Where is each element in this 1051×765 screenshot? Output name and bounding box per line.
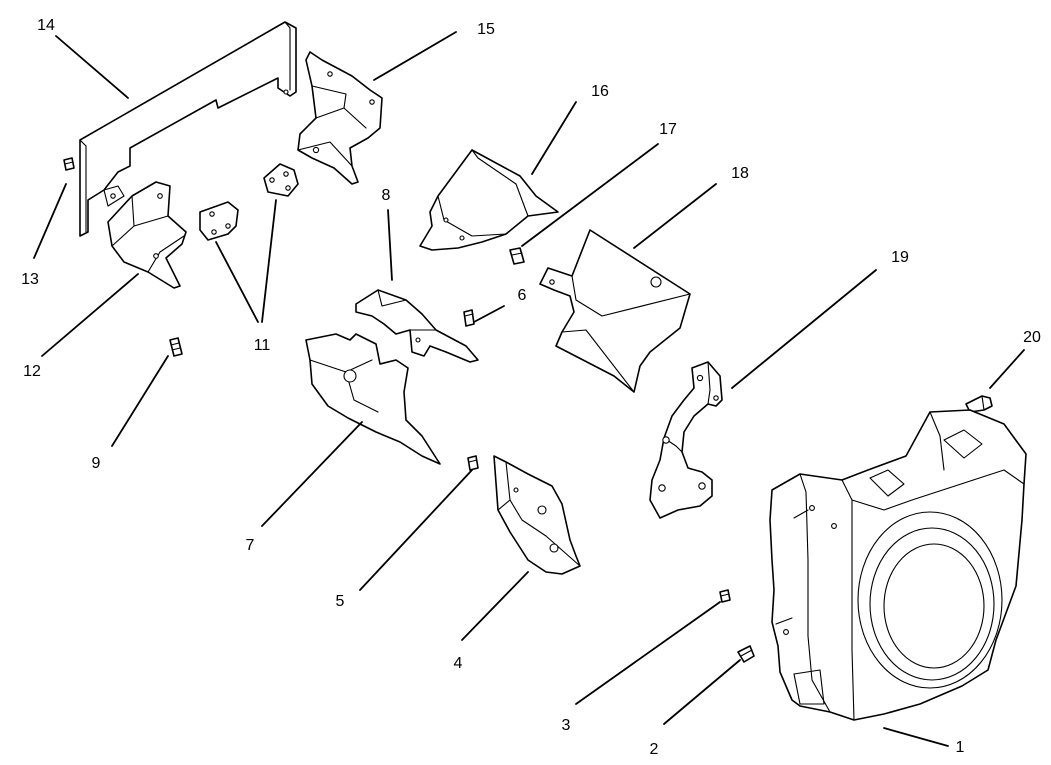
part-6-screw	[463, 309, 475, 327]
callout-5: 5	[336, 593, 345, 610]
part-11-plate-right	[263, 163, 299, 197]
leader-7	[261, 421, 363, 527]
callout-2: 2	[650, 741, 659, 758]
callout-4: 4	[454, 655, 463, 672]
callout-7: 7	[246, 537, 255, 554]
callout-17: 17	[659, 121, 677, 138]
part-7-baffle	[305, 333, 441, 465]
leader-9	[111, 355, 169, 447]
part-11-plate-left	[199, 201, 239, 241]
leader-20	[989, 349, 1025, 389]
part-18-shroud	[539, 229, 691, 393]
leader-15	[373, 31, 457, 81]
part-8-bracket	[355, 289, 479, 363]
part-2-screw	[737, 645, 755, 663]
part-1-blower-housing	[769, 409, 1027, 721]
part-14-top-shroud	[79, 21, 297, 237]
leader-6	[473, 305, 505, 323]
callout-12: 12	[23, 363, 41, 380]
leader-19	[731, 269, 877, 389]
callout-6: 6	[518, 287, 527, 304]
leader-11b	[261, 199, 277, 323]
callout-15: 15	[477, 21, 495, 38]
callout-18: 18	[731, 165, 749, 182]
callout-19: 19	[891, 249, 909, 266]
leader-8	[387, 209, 393, 281]
part-15-upper-bracket	[297, 51, 383, 185]
part-9-stud	[169, 337, 183, 357]
callout-16: 16	[591, 83, 609, 100]
part-17-screw	[509, 247, 525, 265]
part-3-screw	[719, 589, 731, 603]
callout-8: 8	[382, 187, 391, 204]
leader-2	[663, 659, 741, 725]
leader-13	[33, 183, 67, 259]
part-16-deflector	[419, 149, 559, 251]
leader-1	[883, 727, 949, 747]
leader-12	[41, 273, 139, 357]
leader-16	[531, 101, 577, 175]
callout-14: 14	[37, 17, 55, 34]
callout-9: 9	[92, 455, 101, 472]
part-4-lower-bracket	[493, 455, 581, 575]
part-12-bracket	[107, 181, 187, 289]
leader-11a	[215, 241, 259, 323]
part-5-screw	[467, 455, 479, 471]
leader-5	[359, 469, 473, 591]
callout-3: 3	[562, 717, 571, 734]
callout-13: 13	[21, 271, 39, 288]
leader-3	[575, 601, 721, 705]
leader-14	[55, 35, 129, 99]
leader-lines	[33, 31, 1025, 747]
part-13-screw	[63, 157, 75, 171]
leader-17	[521, 143, 659, 247]
callout-20: 20	[1023, 329, 1041, 346]
callout-1: 1	[956, 739, 965, 756]
callout-11: 11	[254, 337, 271, 354]
leader-18	[633, 183, 717, 249]
part-19-curved-bracket	[649, 361, 723, 519]
callout-labels: 1 2 3 4 5 6 7 8 9 11 12 13 14 15 16 17 1…	[21, 17, 1041, 758]
leader-4	[461, 571, 529, 641]
